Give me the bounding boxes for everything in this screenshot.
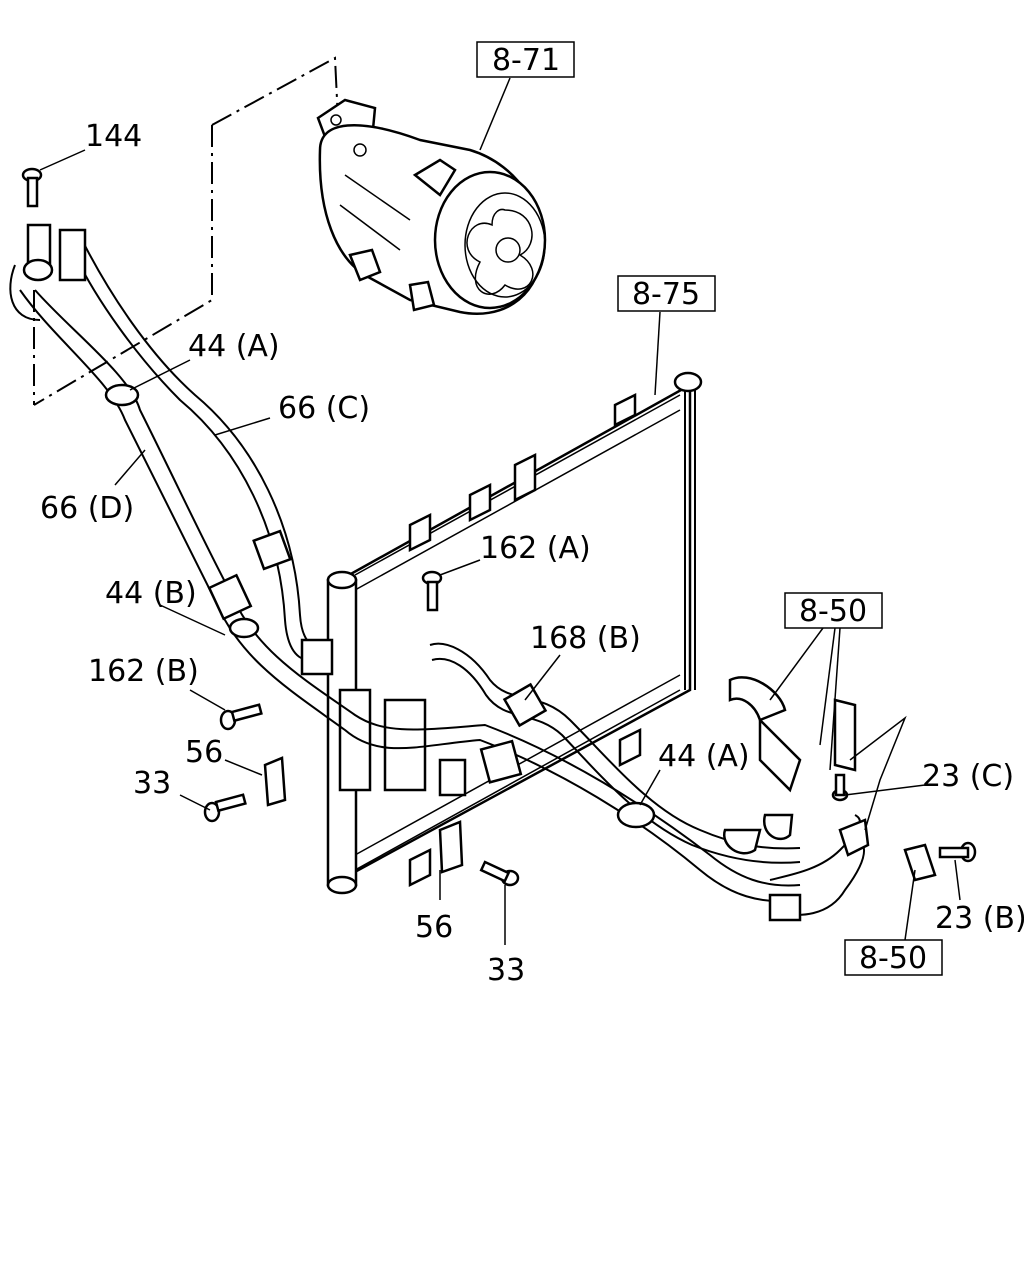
bolt-144 [21, 167, 43, 208]
ref-box-8-50-bottom[interactable] [844, 939, 943, 976]
ref-8-50-top[interactable]: 8-50 [799, 594, 867, 629]
hose-fittings-right [722, 813, 870, 922]
callout-66d: 66 (D) [40, 491, 134, 526]
callout-168b: 168 (B) [530, 621, 641, 656]
callout-33-bottom: 33 [487, 953, 525, 988]
callout-44a-top: 44 (A) [188, 329, 280, 364]
callout-44a-right: 44 (A) [658, 739, 750, 774]
ref-8-71[interactable]: 8-71 [492, 43, 560, 78]
ref-8-75[interactable]: 8-75 [632, 277, 700, 312]
bolt-23b [938, 841, 977, 863]
hose-66d [19, 289, 801, 903]
callout-66c: 66 (C) [278, 391, 370, 426]
callout-56-left: 56 [185, 735, 223, 770]
clamp-44b [228, 617, 260, 639]
bracket-56-bottom [438, 820, 464, 874]
callout-23c: 23 (C) [922, 759, 1014, 794]
callout-44b: 44 (B) [105, 576, 197, 611]
clamp-44a-right [616, 801, 656, 829]
callout-144: 144 [85, 119, 142, 154]
callout-162a: 162 (A) [480, 531, 591, 566]
callout-33-left: 33 [133, 766, 171, 801]
bracket-8-50 [728, 676, 937, 882]
callout-162b: 162 (B) [88, 654, 199, 689]
hose-fittings-upper [9, 223, 87, 321]
grommet [300, 638, 334, 676]
ref-box-8-75[interactable] [617, 275, 716, 312]
condenser [326, 371, 703, 895]
callout-23b: 23 (B) [935, 901, 1024, 936]
bracket-56-left [263, 756, 287, 807]
bolt-162b [219, 703, 263, 731]
phantom-line-upper [211, 56, 339, 126]
ref-box-8-50-top[interactable] [784, 592, 883, 629]
bolt-162a [421, 570, 443, 612]
compressor [316, 98, 547, 315]
hose-66c [69, 239, 331, 663]
callout-56-bottom: 56 [415, 910, 453, 945]
bolt-33-bottom [479, 860, 520, 887]
phantom-line-left [33, 125, 213, 406]
ref-box-8-71[interactable] [476, 41, 575, 78]
bolt-33-left [203, 793, 247, 823]
leader-lines [39, 77, 961, 945]
ref-8-50-bottom[interactable]: 8-50 [859, 941, 927, 976]
bolt-23c [831, 773, 849, 802]
